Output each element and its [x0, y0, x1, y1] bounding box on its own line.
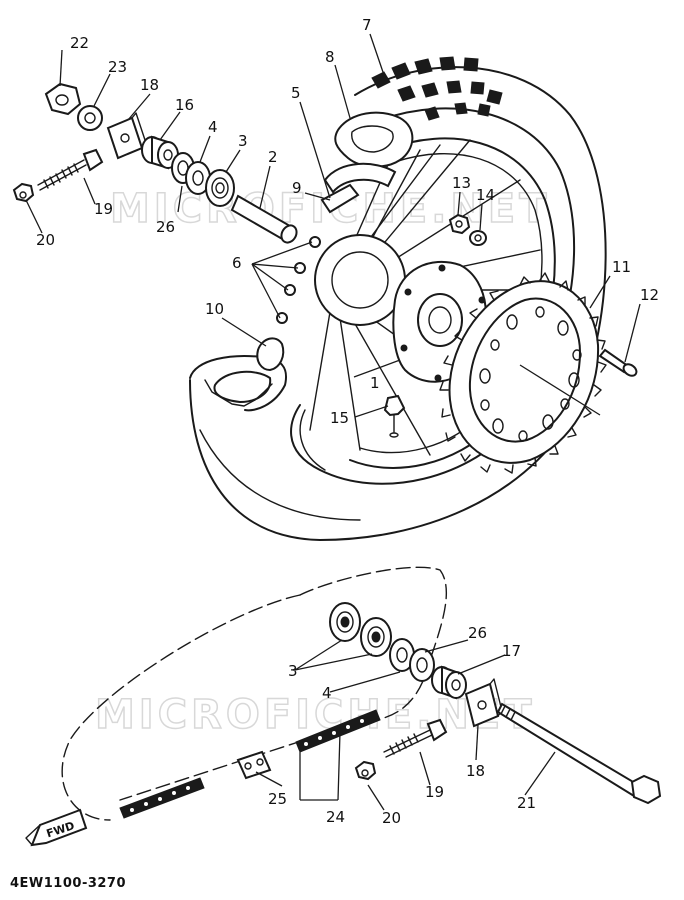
collar [141, 135, 179, 170]
callout-21: 21 [517, 794, 536, 812]
callout-4-bottom: 4 [322, 684, 332, 702]
diagram-code: 4EW1100-3270 [10, 876, 127, 891]
collar-right [431, 665, 467, 700]
drive-chain [119, 709, 381, 819]
spacer-flange-right [389, 638, 415, 672]
oil-seal-right [409, 648, 435, 682]
callout-16: 16 [175, 96, 194, 114]
callout-22: 22 [70, 34, 89, 52]
callout-24: 24 [326, 808, 345, 826]
callout-17: 17 [502, 642, 521, 660]
bearing-right-2 [360, 617, 392, 657]
chain-adjuster-left [106, 112, 147, 160]
rear-axle [496, 702, 662, 805]
callout-25: 25 [268, 790, 287, 808]
adjusting-nut-top [12, 182, 35, 203]
callout-18-top: 18 [140, 76, 159, 94]
callout-11: 11 [612, 258, 631, 276]
sprocket-bolt [598, 348, 638, 377]
callout-12: 12 [640, 286, 659, 304]
callout-6: 6 [232, 254, 242, 272]
adjusting-bolt-top [37, 148, 104, 191]
forward-arrow: FWD [25, 808, 88, 847]
callout-26-bottom: 26 [468, 624, 487, 642]
hub-spacer [230, 194, 298, 244]
valve-stem [320, 183, 360, 214]
lock-washer [469, 230, 487, 246]
rim-band [323, 162, 397, 194]
callout-14: 14 [476, 186, 495, 204]
leader-lines [25, 33, 641, 811]
callout-13: 13 [452, 174, 471, 192]
bearing-left [205, 169, 235, 207]
callout-15: 15 [330, 409, 349, 427]
spacer-flange-left [185, 161, 211, 195]
rear-sprocket [439, 272, 607, 474]
callout-2: 2 [268, 148, 278, 166]
callout-9: 9 [292, 179, 302, 197]
callout-4-top: 4 [208, 118, 218, 136]
callout-3-top: 3 [238, 132, 248, 150]
inner-tube [334, 111, 414, 168]
callout-numbers: 1 2 3 3 4 4 5 6 7 8 9 10 11 12 13 14 15 … [36, 16, 659, 827]
callout-5: 5 [291, 84, 301, 102]
callout-20-top: 20 [36, 231, 55, 249]
callout-7: 7 [362, 16, 372, 34]
callout-19-bottom: 19 [425, 783, 444, 801]
watermark-bottom: MICROFICHE.NET [95, 692, 536, 738]
callout-19-top: 19 [94, 200, 113, 218]
callout-20-bottom: 20 [382, 809, 401, 827]
chain-adjuster-right [464, 678, 503, 728]
adjusting-nut-bottom [354, 760, 377, 781]
callout-8: 8 [325, 48, 335, 66]
callout-18-bottom: 18 [466, 762, 485, 780]
tire-knobs [371, 56, 503, 121]
callout-10: 10 [205, 300, 224, 318]
adjusting-bolt-bottom [383, 718, 448, 758]
brake-disc-cover [256, 337, 285, 372]
washer-top [77, 105, 103, 131]
callout-23: 23 [108, 58, 127, 76]
spoke-nipples [276, 236, 321, 324]
callout-1: 1 [370, 374, 380, 392]
sprocket-nut [448, 213, 471, 235]
callout-26-top: 26 [156, 218, 175, 236]
bearing-right-1 [329, 602, 361, 642]
chain-joint [236, 750, 272, 780]
callout-3-bottom: 3 [288, 662, 298, 680]
rim-lock-nut [383, 394, 406, 438]
axle-nut-top [44, 82, 82, 116]
